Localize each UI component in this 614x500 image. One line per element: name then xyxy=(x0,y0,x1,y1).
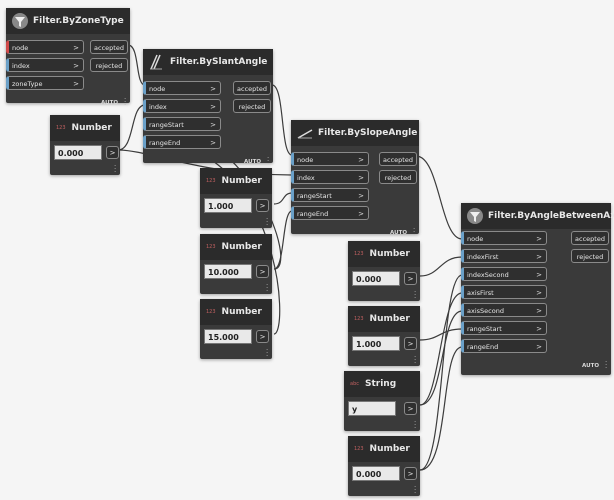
input-port-indexsecond[interactable]: indexSecond> xyxy=(461,267,547,281)
output-port[interactable]: > xyxy=(106,146,119,159)
node-title: Number xyxy=(221,307,262,317)
number-value-field[interactable]: 0.000 xyxy=(352,271,400,286)
number-input-icon: 123 xyxy=(206,178,216,184)
node-title: Filter.ByAngleBetweenAxes xyxy=(488,211,614,221)
node-menu-icon[interactable]: ··· xyxy=(605,358,608,372)
input-port-rangestart[interactable]: rangeStart> xyxy=(291,188,369,202)
number-value-field[interactable]: 0.000 xyxy=(54,145,102,160)
number-input-icon: 123 xyxy=(206,309,216,315)
output-port[interactable]: > xyxy=(256,265,269,278)
node-menu-icon[interactable]: ··· xyxy=(413,225,416,239)
number-node[interactable]: 123 Number 1.000 > ··· xyxy=(200,168,272,229)
input-port-node[interactable]: node> xyxy=(143,81,221,95)
filter-funnel-icon xyxy=(10,11,30,31)
node-menu-icon[interactable]: ··· xyxy=(114,162,117,176)
node-menu-icon[interactable]: ··· xyxy=(266,281,269,295)
input-port-index[interactable]: index> xyxy=(143,99,221,113)
number-node[interactable]: 123 Number 15.000 > ··· xyxy=(200,299,272,360)
node-menu-icon[interactable]: ··· xyxy=(266,215,269,229)
number-value-field[interactable]: 10.000 xyxy=(204,264,252,279)
node-menu-icon[interactable]: ··· xyxy=(124,95,127,109)
output-port[interactable]: > xyxy=(404,402,417,415)
filter-by-angle-between-axes-node[interactable]: Filter.ByAngleBetweenAxes node>accepted … xyxy=(461,203,614,375)
number-value-field[interactable]: 0.000 xyxy=(352,466,400,481)
node-menu-icon[interactable]: ··· xyxy=(267,154,270,168)
output-port-rejected[interactable]: rejected xyxy=(571,249,609,263)
input-port-index[interactable]: index> xyxy=(6,58,84,72)
output-port-rejected[interactable]: rejected xyxy=(379,170,417,184)
input-port-zonetype[interactable]: zoneType> xyxy=(6,76,84,90)
slant-angle-icon xyxy=(147,52,167,72)
filter-by-slope-angle-node[interactable]: Filter.BySlopeAngle node> accepted index>… xyxy=(291,120,419,239)
output-port[interactable]: > xyxy=(404,337,417,350)
input-port-node[interactable]: node> xyxy=(6,40,84,54)
filter-by-zone-type-node[interactable]: Filter.ByZoneType node> accepted index> re… xyxy=(6,8,130,109)
input-port-rangeend[interactable]: rangeEnd> xyxy=(461,339,547,353)
lacing-label[interactable]: AUTO xyxy=(390,230,407,236)
filter-funnel-icon xyxy=(465,206,485,226)
string-value-field[interactable]: y xyxy=(348,401,396,416)
number-node[interactable]: 123 Number 0.000 > ··· xyxy=(348,436,420,497)
node-header[interactable]: Filter.ByAngleBetweenAxes xyxy=(461,203,614,229)
output-port[interactable]: > xyxy=(404,467,417,480)
number-input-icon: 123 xyxy=(206,244,216,250)
input-port-axissecond[interactable]: axisSecond> xyxy=(461,303,547,317)
number-value-field[interactable]: 15.000 xyxy=(204,329,252,344)
output-port-rejected[interactable]: rejected xyxy=(90,58,128,72)
number-input-icon: 123 xyxy=(56,125,66,131)
number-node[interactable]: 123 Number 10.000 > ··· xyxy=(200,234,272,295)
lacing-label[interactable]: AUTO xyxy=(101,100,118,106)
output-port-rejected[interactable]: rejected xyxy=(233,99,271,113)
output-port[interactable]: > xyxy=(256,330,269,343)
string-node[interactable]: abc String y > ··· xyxy=(344,371,420,432)
number-input-icon: 123 xyxy=(354,316,364,322)
lacing-label[interactable]: AUTO xyxy=(582,363,599,369)
node-title: Number xyxy=(369,314,410,324)
node-title: Filter.BySlantAngle xyxy=(170,57,268,67)
input-port-axisfirst[interactable]: axisFirst> xyxy=(461,285,547,299)
node-title: Number xyxy=(369,249,410,259)
number-value-field[interactable]: 1.000 xyxy=(352,336,400,351)
input-port-node[interactable]: node> xyxy=(461,231,547,245)
node-menu-icon[interactable]: ··· xyxy=(266,346,269,360)
input-port-index[interactable]: index> xyxy=(291,170,369,184)
number-node[interactable]: 123 Number 0.000 > ··· xyxy=(50,115,120,176)
node-header[interactable]: Filter.BySlantAngle xyxy=(143,49,273,75)
node-title: Number xyxy=(221,176,262,186)
node-title: Number xyxy=(369,444,410,454)
node-menu-icon[interactable]: ··· xyxy=(414,353,417,367)
input-port-rangestart[interactable]: rangeStart> xyxy=(143,117,221,131)
input-port-node[interactable]: node> xyxy=(291,152,369,166)
output-port-accepted[interactable]: accepted xyxy=(571,231,609,245)
node-title: String xyxy=(365,379,397,389)
number-node[interactable]: 123 Number 1.000 > ··· xyxy=(348,306,420,367)
input-port-rangestart[interactable]: rangeStart> xyxy=(461,321,547,335)
node-title: Filter.BySlopeAngle xyxy=(318,128,418,138)
input-port-rangeend[interactable]: rangeEnd> xyxy=(291,206,369,220)
input-port-rangeend[interactable]: rangeEnd> xyxy=(143,135,221,149)
node-menu-icon[interactable]: ··· xyxy=(414,288,417,302)
output-port-accepted[interactable]: accepted xyxy=(379,152,417,166)
node-menu-icon[interactable]: ··· xyxy=(414,418,417,432)
slope-angle-icon xyxy=(295,123,315,143)
output-port[interactable]: > xyxy=(256,199,269,212)
number-value-field[interactable]: 1.000 xyxy=(204,198,252,213)
number-node[interactable]: 123 Number 0.000 > ··· xyxy=(348,241,420,302)
node-header[interactable]: Filter.BySlopeAngle xyxy=(291,120,419,146)
node-title: Number xyxy=(71,123,112,133)
filter-by-slant-angle-node[interactable]: Filter.BySlantAngle node> accepted index>… xyxy=(143,49,273,168)
number-input-icon: 123 xyxy=(354,251,364,257)
node-title: Number xyxy=(221,242,262,252)
output-port-accepted[interactable]: accepted xyxy=(90,40,128,54)
node-menu-icon[interactable]: ··· xyxy=(414,483,417,497)
output-port[interactable]: > xyxy=(404,272,417,285)
number-input-icon: 123 xyxy=(354,446,364,452)
string-input-icon: abc xyxy=(350,381,359,387)
input-port-indexfirst[interactable]: indexFirst> xyxy=(461,249,547,263)
node-header[interactable]: Filter.ByZoneType xyxy=(6,8,130,34)
lacing-label[interactable]: AUTO xyxy=(244,159,261,165)
output-port-accepted[interactable]: accepted xyxy=(233,81,271,95)
node-title: Filter.ByZoneType xyxy=(33,16,124,26)
